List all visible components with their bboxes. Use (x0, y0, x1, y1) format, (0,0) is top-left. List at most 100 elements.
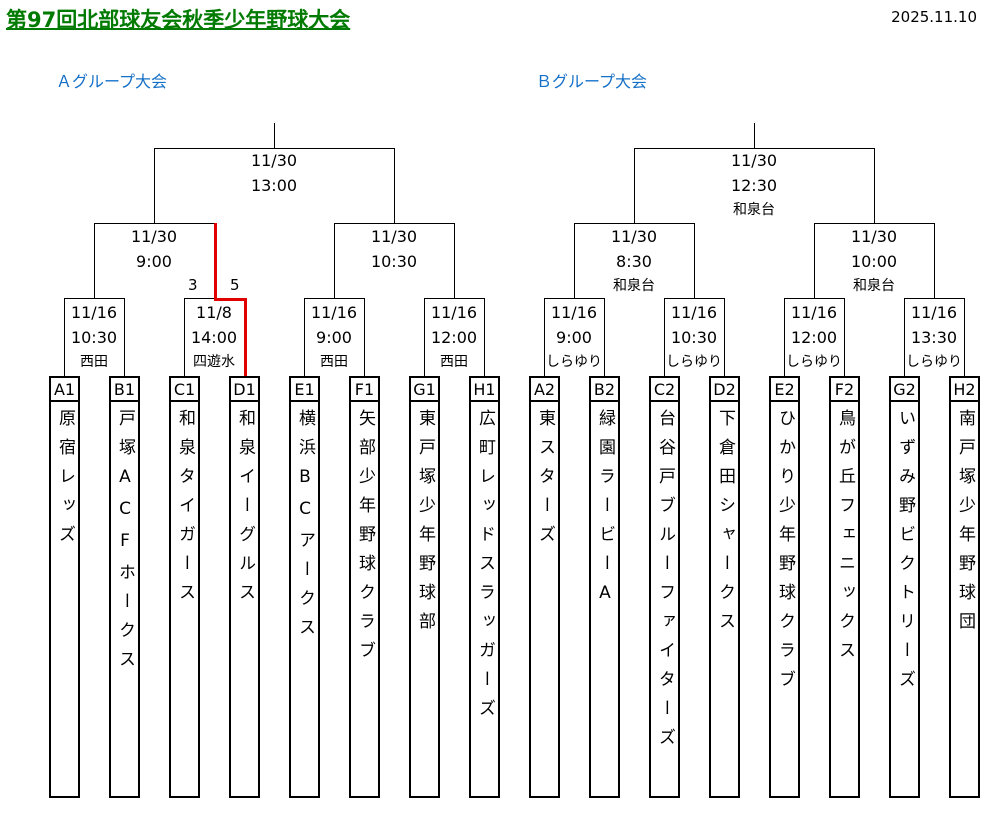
match-venue: 和泉台 (613, 278, 655, 294)
team-code: E1 (291, 378, 318, 402)
team-code: F2 (831, 378, 858, 402)
bracket-line (243, 298, 247, 376)
match-time: 10:30 (70, 328, 118, 347)
match-date: 11/30 (250, 151, 298, 170)
match-time: 12:00 (430, 328, 478, 347)
team-box: G1 東戸塚少年野球部 (409, 376, 440, 798)
team-box: E2 ひかり少年野球クラブ (769, 376, 800, 798)
match-time: 8:30 (616, 252, 652, 271)
bracket-line (183, 298, 185, 376)
match-date: 11/16 (790, 303, 838, 322)
match-date: 11/30 (850, 227, 898, 246)
bracket-line (334, 222, 455, 224)
score-left: 3 (188, 276, 198, 294)
match-venue: 西田 (80, 354, 108, 370)
bracket-line (154, 147, 395, 149)
match-venue: 西田 (320, 354, 348, 370)
bracket-line (94, 222, 215, 224)
bracket-line (483, 298, 485, 376)
match-time: 9:00 (136, 252, 172, 271)
bracket-line (63, 298, 65, 376)
bracket-line (393, 148, 395, 223)
team-name: 東戸塚少年野球部 (415, 409, 435, 641)
match-venue: しらゆり (786, 354, 842, 370)
team-code: D1 (231, 378, 258, 402)
final-match: 11/30 12:30 和泉台 (709, 148, 799, 223)
team-name: 下倉田シャークス (715, 409, 735, 641)
match-time: 10:30 (370, 252, 418, 271)
score-right: 5 (230, 276, 240, 294)
bracket-line (753, 123, 755, 148)
team-name: ひかり少年野球クラブ (775, 409, 795, 699)
match-date: 11/16 (670, 303, 718, 322)
team-name: 戸塚ACFホークス (115, 409, 135, 679)
match-time: 12:30 (730, 176, 778, 195)
bracket-line (574, 222, 695, 224)
match-date: 11/30 (730, 151, 778, 170)
match-date: 11/16 (70, 303, 118, 322)
match-venue: 四遊水 (193, 354, 235, 370)
bracket-line (933, 223, 935, 298)
match-date: 11/30 (130, 227, 178, 246)
match-date: 11/16 (910, 303, 958, 322)
bracket-line (723, 298, 725, 376)
bracket-line (783, 298, 785, 376)
team-name: いずみ野ビクトリーズ (895, 409, 915, 699)
match-date: 11/16 (430, 303, 478, 322)
team-code: B2 (591, 378, 618, 402)
match-date: 11/8 (196, 303, 232, 322)
team-name: 鳥が丘フェニックス (835, 409, 855, 670)
bracket-line (543, 298, 545, 376)
match-venue: 和泉台 (733, 202, 775, 218)
team-code: H2 (951, 378, 978, 402)
bracket-line (213, 223, 217, 298)
bracket-line (214, 297, 245, 301)
team-box: B2 緑園ラービーA (589, 376, 620, 798)
page-title: 第97回北部球友会秋季少年野球大会 (6, 8, 351, 32)
semifinal-match: 11/30 9:00 (109, 224, 199, 274)
bracket-line (873, 148, 875, 223)
team-name: 南戸塚少年野球団 (955, 409, 975, 641)
match-venue: しらゆり (906, 354, 962, 370)
team-name: 和泉タイガース (175, 409, 195, 612)
match-time: 9:00 (556, 328, 592, 347)
first-round-match: 11/16 10:30 西田 (49, 300, 139, 375)
match-venue: しらゆり (666, 354, 722, 370)
team-name: 和泉イーグルス (235, 409, 255, 612)
bracket-line (693, 223, 695, 298)
bracket-line (603, 298, 605, 376)
team-name: 緑園ラービーA (595, 409, 615, 615)
bracket-line (93, 223, 95, 298)
bracket-line (813, 223, 815, 298)
bracket-line (633, 148, 635, 223)
update-date: 2025.11.10 (891, 8, 977, 26)
team-code: F1 (351, 378, 378, 402)
bracket-line (363, 298, 365, 376)
match-time: 12:00 (790, 328, 838, 347)
match-time: 10:00 (850, 252, 898, 271)
bracket-line (64, 297, 125, 299)
match-time: 9:00 (316, 328, 352, 347)
team-code: E2 (771, 378, 798, 402)
team-name: 矢部少年野球クラブ (355, 409, 375, 670)
bracket-line (544, 297, 605, 299)
bracket-line (634, 147, 875, 149)
bracket-line (333, 223, 335, 298)
team-code: G1 (411, 378, 438, 402)
bracket-line (424, 297, 485, 299)
bracket-line (664, 297, 725, 299)
